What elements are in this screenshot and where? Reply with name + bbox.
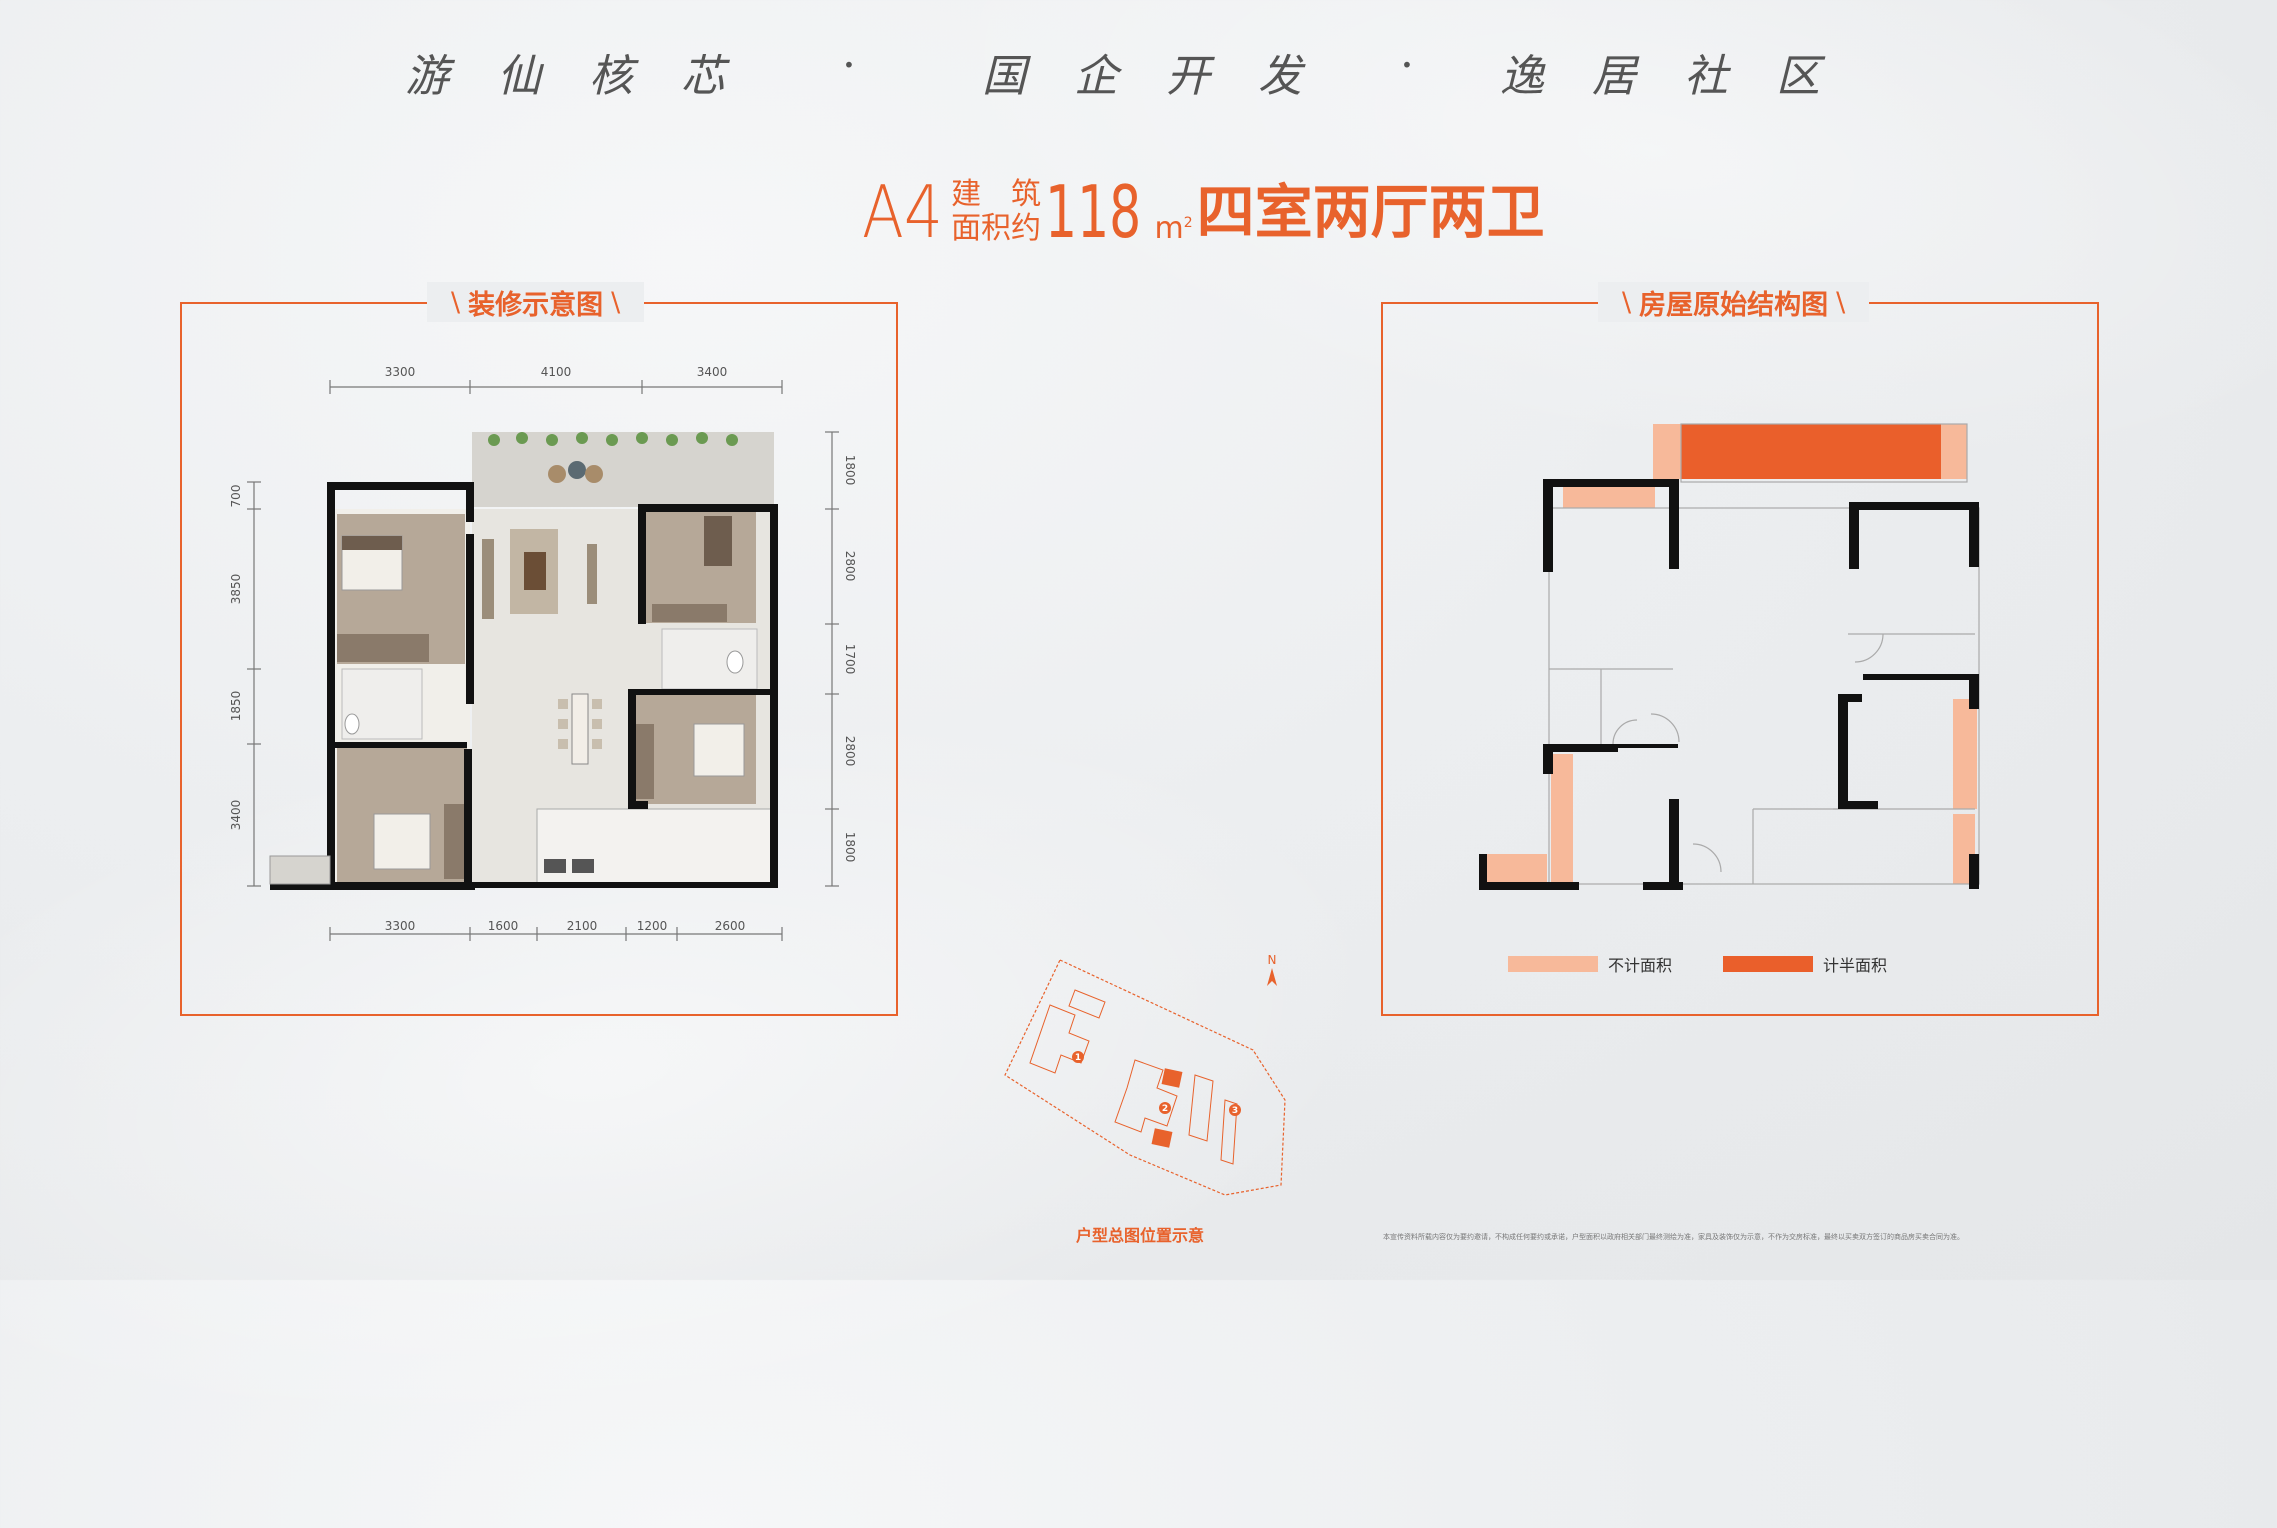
unit-text: m	[1154, 211, 1184, 246]
slogan-part-2: 国企开发	[982, 51, 1350, 102]
room-layout: 四室两厅两卫	[1196, 178, 1545, 246]
slogan: 游仙核芯 · 国企开发 · 逸居社区	[0, 40, 2277, 110]
furnished-floorplan: 3300 4100 3400 3300 1600 2100 1200 2600 …	[229, 365, 857, 941]
unit-location-marker	[1151, 1128, 1173, 1148]
site-plan-caption: 户型总图位置示意	[1076, 1226, 1205, 1245]
slogan-separator: ·	[1400, 40, 1414, 91]
excluded-area-bay	[1551, 754, 1573, 884]
decoration-plan-title-text: 装修示意图	[468, 289, 604, 321]
area-unit: m2	[1155, 206, 1193, 246]
unit-sup: 2	[1183, 215, 1193, 231]
dim-left-3: 1850	[229, 691, 243, 722]
title-bracket-right: \	[1836, 286, 1846, 318]
slogan-part-1: 游仙核芯	[405, 51, 773, 102]
legend-label-half: 计半面积	[1823, 956, 1888, 975]
original-structure-title-text: 房屋原始结构图	[1639, 289, 1829, 321]
north-label: N	[1268, 953, 1277, 967]
building-marker-3: 3	[1232, 1106, 1238, 1116]
building-marker-1: 1	[1075, 1053, 1081, 1063]
north-arrow-icon	[1267, 968, 1277, 986]
dim-right-3: 1700	[843, 644, 857, 675]
dim-right-5: 1800	[843, 832, 857, 863]
excluded-area-bay	[1563, 486, 1655, 508]
slogan-separator: ·	[842, 40, 856, 91]
original-structure-panel: \房屋原始结构图\	[1381, 282, 2099, 1016]
dim-top-3: 3400	[697, 365, 728, 379]
area-label-bottom: 面积约	[951, 211, 1042, 246]
unit-headline: A4 建 筑 面积约 118 m2 四室两厅两卫	[862, 168, 1545, 248]
legend-swatch-half	[1723, 956, 1813, 972]
area-label-top: 建 筑	[951, 177, 1042, 212]
dim-left-2: 3850	[229, 574, 243, 605]
half-area-balcony	[1681, 424, 1941, 479]
area-label: 建 筑 面积约	[951, 178, 1041, 246]
original-structure-title: \房屋原始结构图\	[1598, 282, 1870, 322]
legend-swatch-excluded	[1508, 956, 1598, 972]
site-plan-map: 1 2 3 N	[1004, 953, 1286, 1196]
excluded-area-bay	[1953, 699, 1977, 809]
dim-right-1: 1800	[843, 455, 857, 486]
dim-bottom-4: 1200	[637, 919, 668, 933]
legend-item-half: 计半面积	[1723, 952, 1887, 976]
dim-bottom-3: 2100	[567, 919, 598, 933]
area-value: 118	[1045, 170, 1142, 254]
title-bracket-left: \	[1622, 286, 1632, 318]
legend-item-excluded: 不计面积	[1508, 952, 1672, 976]
dim-right-2: 2800	[843, 551, 857, 582]
excluded-area-bay	[1485, 854, 1547, 884]
structure-floorplan	[1479, 423, 1980, 890]
dim-top-1: 3300	[385, 365, 416, 379]
dim-bottom-1: 3300	[385, 919, 416, 933]
legend-label-excluded: 不计面积	[1608, 956, 1673, 975]
unit-location-marker	[1161, 1068, 1183, 1088]
balcony	[472, 432, 774, 507]
dim-left-1: 700	[229, 485, 243, 508]
dim-bottom-2: 1600	[488, 919, 519, 933]
dim-left-4: 3400	[229, 800, 243, 831]
building-marker-2: 2	[1162, 1104, 1168, 1114]
dim-right-4: 2800	[843, 736, 857, 767]
unit-code: A4	[862, 170, 943, 254]
dim-top-2: 4100	[541, 365, 572, 379]
decoration-plan-panel: \装修示意图\ 3300 4100 3400 3300 1600 2100	[180, 282, 898, 1016]
disclaimer-footnote: 本宣传资料所载内容仅为要约邀请，不构成任何要约或承诺，户型面积以政府相关部门最终…	[1383, 1233, 1964, 1241]
title-bracket-right: \	[611, 286, 621, 318]
title-bracket-left: \	[451, 286, 461, 318]
decoration-plan-title: \装修示意图\	[427, 282, 645, 322]
dim-bottom-5: 2600	[715, 919, 746, 933]
slogan-part-3: 逸居社区	[1500, 51, 1868, 102]
